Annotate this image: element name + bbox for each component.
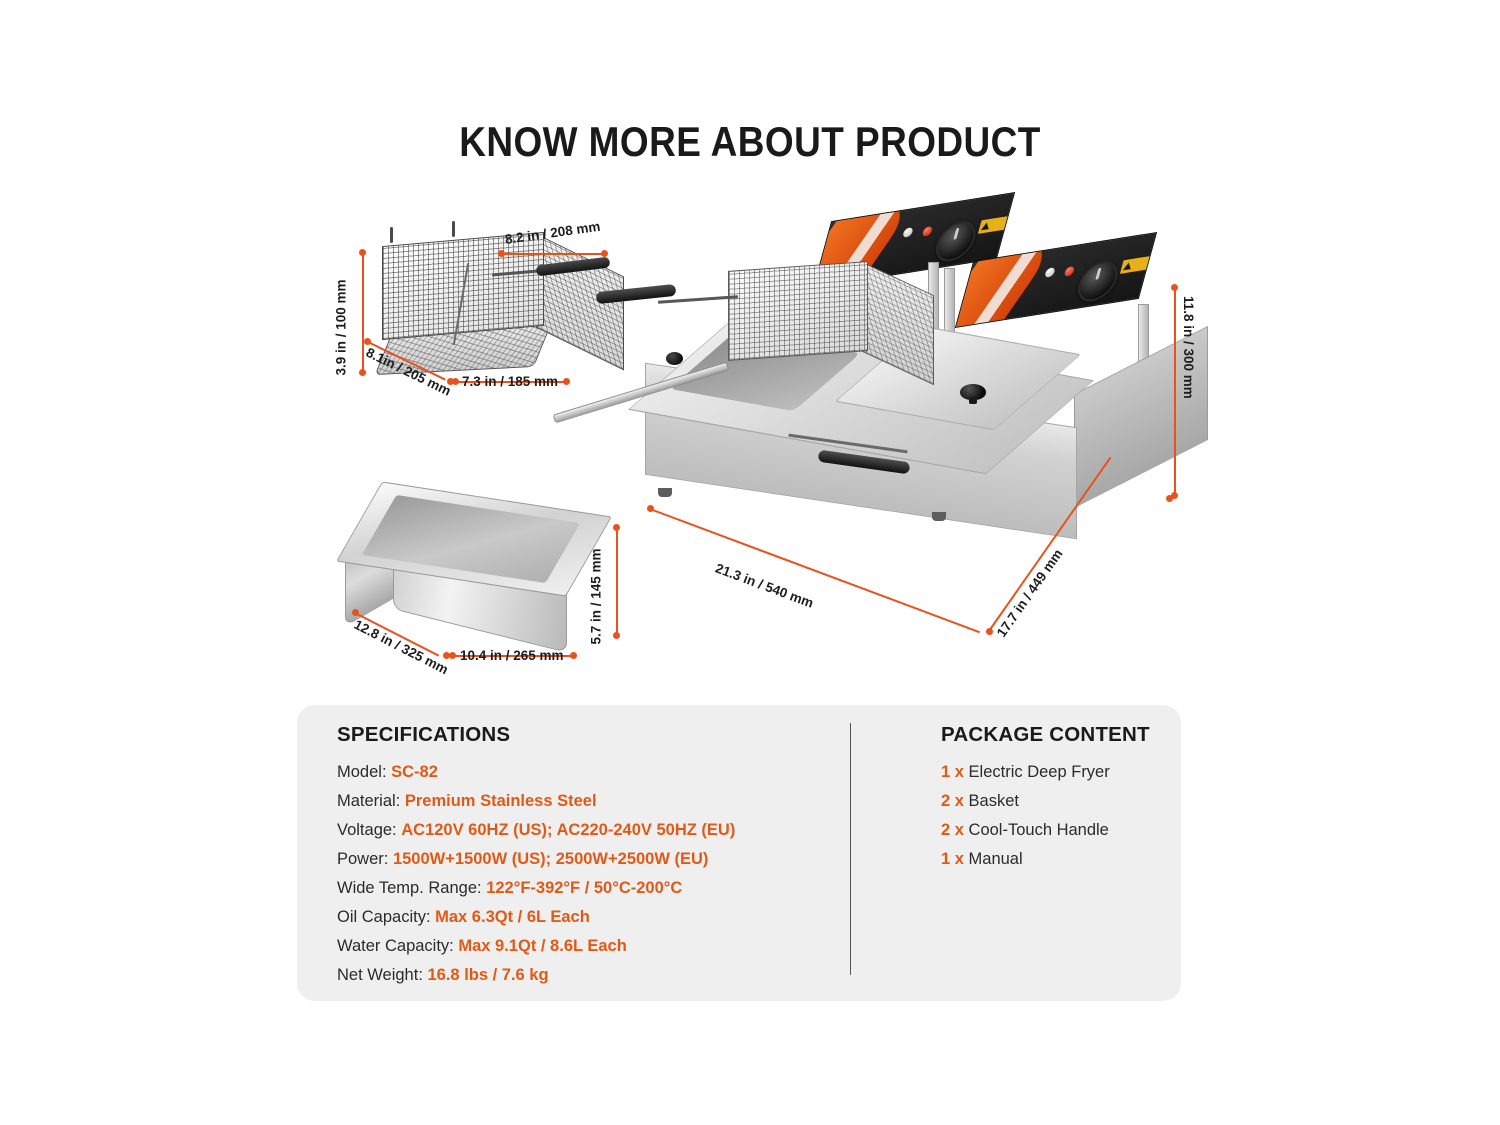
spec-row: Water Capacity: Max 9.1Qt / 8.6L Each [337, 932, 837, 961]
spec-label: Voltage: [337, 821, 397, 839]
package-qty: 1 x [941, 850, 964, 868]
spec-value: AC120V 60HZ (US); AC220-240V 50HZ (EU) [401, 821, 736, 839]
power-indicator-lamp [902, 227, 914, 238]
side-knob[interactable] [666, 352, 683, 365]
basket-figure [330, 215, 650, 410]
spec-row: Voltage: AC120V 60HZ (US); AC220-240V 50… [337, 816, 837, 845]
spec-value: Premium Stainless Steel [404, 792, 597, 810]
fryer-figure [540, 191, 1208, 620]
dim-dot [1171, 492, 1178, 499]
dim-dot [613, 524, 620, 531]
package-content-block: PACKAGE CONTENT 1 x Electric Deep Fryer … [941, 723, 1171, 874]
info-panel: SPECIFICATIONS Model: SC-82 Material: Pr… [297, 705, 1181, 1001]
package-row: 1 x Manual [941, 845, 1171, 874]
spec-value: 122°F-392°F / 50°C-200°C [486, 879, 683, 897]
spec-value: 16.8 lbs / 7.6 kg [427, 966, 549, 984]
temperature-dial-knob[interactable] [1073, 258, 1123, 305]
spec-row: Model: SC-82 [337, 758, 837, 787]
specifications-block: SPECIFICATIONS Model: SC-82 Material: Pr… [337, 723, 837, 990]
pan-width-label: 10.4 in / 265 mm [460, 648, 564, 663]
dim-dot [1171, 284, 1178, 291]
spec-value: 1500W+1500W (US); 2500W+2500W (EU) [392, 850, 709, 868]
panel-divider [850, 723, 851, 975]
spec-label: Material: [337, 792, 401, 810]
spec-row: Net Weight: 16.8 lbs / 7.6 kg [337, 961, 837, 990]
basket-width-line [455, 381, 567, 383]
package-item: Basket [968, 792, 1019, 810]
heating-indicator-lamp [921, 225, 934, 237]
spec-label: Oil Capacity: [337, 908, 431, 926]
spec-label: Power: [337, 850, 389, 868]
basket-handle-line [501, 253, 605, 255]
package-qty: 2 x [941, 821, 964, 839]
dim-dot [647, 505, 654, 512]
dim-dot [352, 609, 359, 616]
basket-height-label: 3.9 in / 100 mm [333, 279, 349, 376]
spec-row: Wide Temp. Range: 122°F-392°F / 50°C-200… [337, 874, 837, 903]
fryer-height-line [1174, 287, 1176, 495]
specifications-heading: SPECIFICATIONS [337, 723, 511, 746]
dim-dot [570, 652, 577, 659]
heating-indicator-lamp [1063, 265, 1076, 277]
spec-label: Water Capacity: [337, 937, 454, 955]
lid-knob[interactable] [960, 384, 986, 404]
fryer-foot [932, 512, 946, 521]
dim-dot [601, 250, 608, 257]
spec-label: Model: [337, 763, 387, 781]
dim-dot [359, 249, 366, 256]
basket-height-line [362, 252, 364, 372]
power-indicator-lamp [1044, 267, 1056, 278]
pan-width-line [452, 655, 574, 657]
package-qty: 1 x [941, 763, 964, 781]
warning-label-icon [1119, 255, 1154, 274]
spec-row: Material: Premium Stainless Steel [337, 787, 837, 816]
dim-dot [563, 378, 570, 385]
warning-label-icon [977, 215, 1012, 234]
fryer-height-label: 11.8 in / 300 mm [1181, 296, 1196, 399]
package-item: Electric Deep Fryer [968, 763, 1110, 781]
dim-dot [364, 338, 371, 345]
page-title: KNOW MORE ABOUT PRODUCT [459, 118, 1041, 165]
dim-dot [359, 369, 366, 376]
spec-value: Max 9.1Qt / 8.6L Each [458, 937, 627, 955]
fryer-foot [658, 488, 672, 497]
package-qty: 2 x [941, 792, 964, 810]
dim-dot [449, 652, 456, 659]
package-row: 1 x Electric Deep Fryer [941, 758, 1171, 787]
spec-label: Net Weight: [337, 966, 423, 984]
dim-dot [447, 378, 454, 385]
dim-dot [1166, 495, 1173, 502]
dim-dot [613, 632, 620, 639]
spec-value: Max 6.3Qt / 6L Each [435, 908, 590, 926]
basket-width-label: 7.3 in / 185 mm [462, 374, 559, 389]
dim-dot [498, 250, 505, 257]
dim-dot [443, 652, 450, 659]
fryer-basket-mesh[interactable] [728, 261, 868, 361]
basket-hook-icon [390, 227, 393, 243]
spec-row: Oil Capacity: Max 6.3Qt / 6L Each [337, 903, 837, 932]
basket-hook-icon [452, 221, 455, 237]
pan-height-line [616, 527, 618, 635]
package-row: 2 x Basket [941, 787, 1171, 816]
spec-row: Power: 1500W+1500W (US); 2500W+2500W (EU… [337, 845, 837, 874]
temperature-dial-knob[interactable] [931, 218, 981, 265]
spec-label: Wide Temp. Range: [337, 879, 482, 897]
package-content-heading: PACKAGE CONTENT [941, 723, 1150, 746]
package-item: Cool-Touch Handle [968, 821, 1109, 839]
spec-value: SC-82 [391, 763, 438, 781]
dim-dot [452, 378, 459, 385]
package-item: Manual [968, 850, 1023, 868]
package-row: 2 x Cool-Touch Handle [941, 816, 1171, 845]
